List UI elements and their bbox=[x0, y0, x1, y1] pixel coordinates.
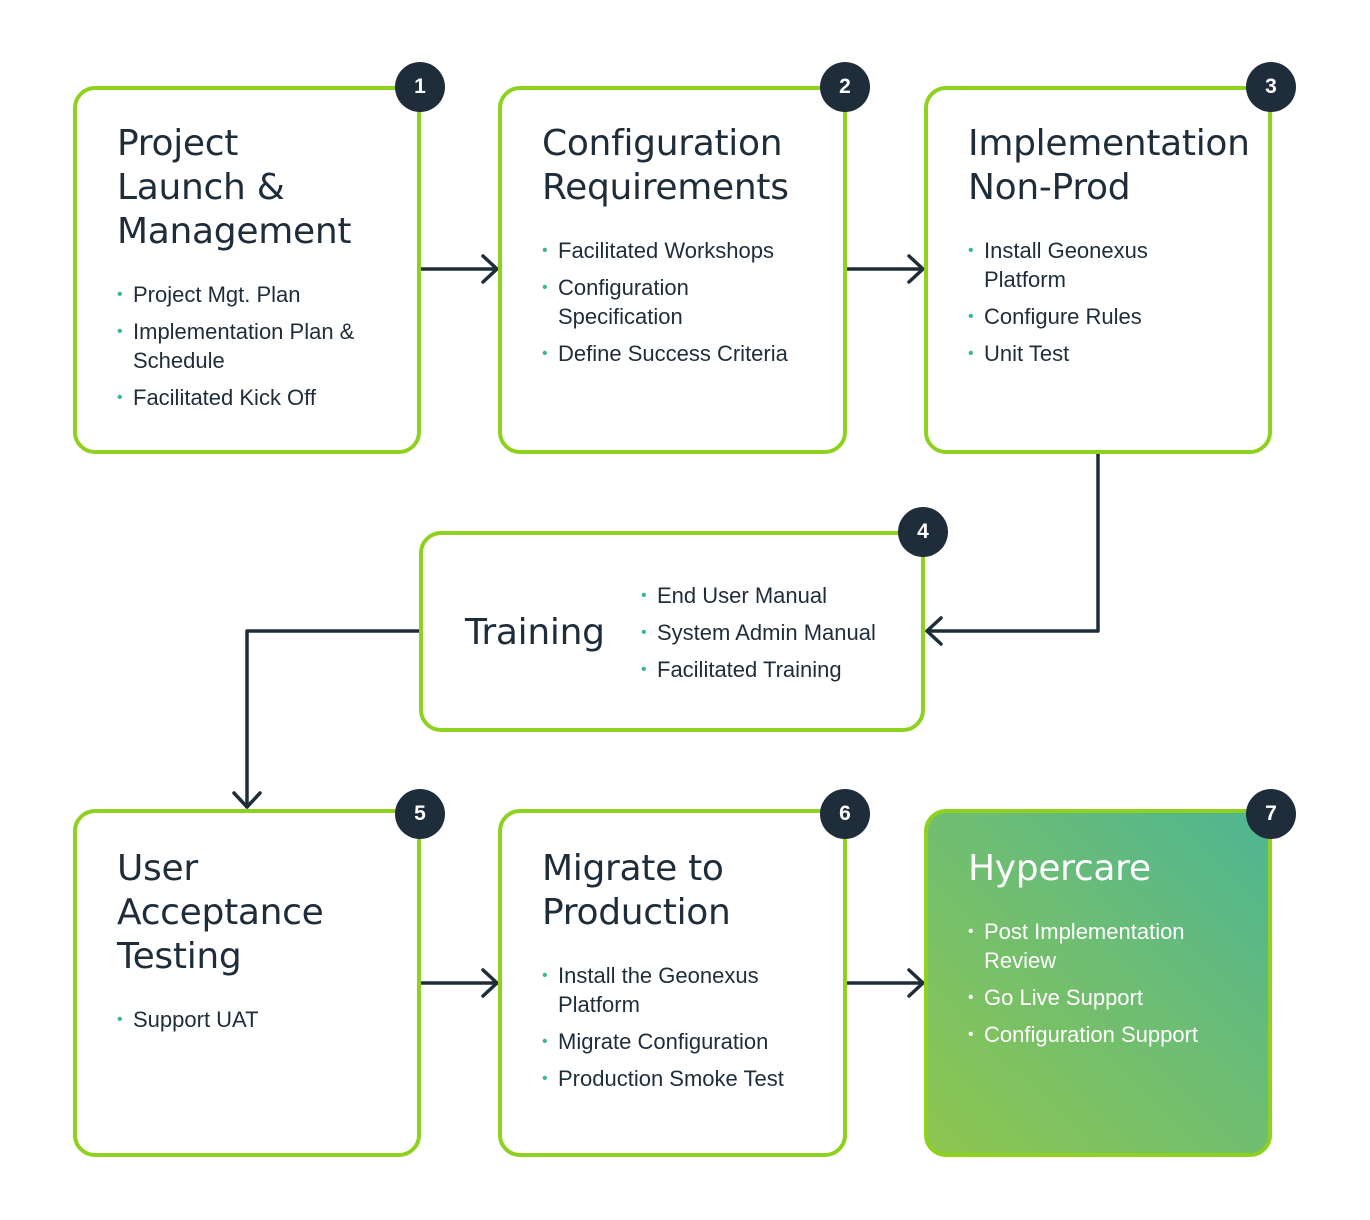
step-title: User Acceptance Testing bbox=[117, 848, 324, 977]
step-number-badge: 3 bbox=[1246, 62, 1296, 112]
step-card-training: Training End User Manual System Admin Ma… bbox=[419, 531, 925, 732]
step-item: Configuration Specification bbox=[542, 273, 788, 331]
arrow-5-to-6 bbox=[419, 968, 499, 998]
step-number-badge: 7 bbox=[1246, 789, 1296, 839]
step-card-migrate-to-production: Migrate to Production Install the Geonex… bbox=[498, 809, 847, 1157]
step-item: Support UAT bbox=[117, 1005, 259, 1034]
step-item: Define Success Criteria bbox=[542, 339, 788, 368]
step-items: Project Mgt. Plan Implementation Plan & … bbox=[117, 280, 354, 420]
step-card-user-acceptance-testing: User Acceptance Testing Support UAT bbox=[73, 809, 421, 1157]
step-item: Install the Geonexus Platform bbox=[542, 961, 784, 1019]
step-item: Facilitated Kick Off bbox=[117, 383, 354, 412]
step-item: Configure Rules bbox=[968, 302, 1148, 331]
step-item: Facilitated Workshops bbox=[542, 236, 788, 265]
step-item: Go Live Support bbox=[968, 983, 1198, 1012]
step-number-badge: 2 bbox=[820, 62, 870, 112]
step-item: Unit Test bbox=[968, 339, 1148, 368]
step-item: Install Geonexus Platform bbox=[968, 236, 1148, 294]
step-item: End User Manual bbox=[641, 581, 876, 610]
step-item: Project Mgt. Plan bbox=[117, 280, 354, 309]
step-title: Migrate to Production bbox=[542, 848, 731, 933]
step-number-badge: 1 bbox=[395, 62, 445, 112]
step-item: Production Smoke Test bbox=[542, 1064, 784, 1093]
step-items: Facilitated Workshops Configuration Spec… bbox=[542, 236, 788, 376]
step-card-implementation-non-prod: Implementation Non-Prod Install Geonexus… bbox=[924, 86, 1272, 454]
arrow-6-to-7 bbox=[845, 968, 925, 998]
arrow-3-to-4 bbox=[925, 452, 1100, 646]
step-item: Configuration Support bbox=[968, 1020, 1198, 1049]
step-number-badge: 4 bbox=[898, 507, 948, 557]
step-card-hypercare: Hypercare Post Implementation Review Go … bbox=[924, 809, 1272, 1157]
arrow-2-to-3 bbox=[845, 254, 925, 284]
step-item: Facilitated Training bbox=[641, 655, 876, 684]
step-items: Install the Geonexus Platform Migrate Co… bbox=[542, 961, 784, 1101]
step-items: End User Manual System Admin Manual Faci… bbox=[641, 581, 876, 692]
step-title: Training bbox=[465, 612, 605, 653]
step-item: Migrate Configuration bbox=[542, 1027, 784, 1056]
step-title: Configuration Requirements bbox=[542, 123, 789, 208]
step-card-project-launch: Project Launch & Management Project Mgt.… bbox=[73, 86, 421, 454]
step-items: Support UAT bbox=[117, 1005, 259, 1042]
arrow-1-to-2 bbox=[419, 254, 499, 284]
step-number-badge: 6 bbox=[820, 789, 870, 839]
step-number-badge: 5 bbox=[395, 789, 445, 839]
step-items: Install Geonexus Platform Configure Rule… bbox=[968, 236, 1148, 376]
step-item: Post Implementation Review bbox=[968, 917, 1198, 975]
step-item: System Admin Manual bbox=[641, 618, 876, 647]
step-card-configuration-requirements: Configuration Requirements Facilitated W… bbox=[498, 86, 847, 454]
step-title: Project Launch & Management bbox=[117, 123, 352, 252]
step-item: Implementation Plan & Schedule bbox=[117, 317, 354, 375]
step-title: Hypercare bbox=[968, 848, 1151, 889]
arrow-4-to-5 bbox=[232, 629, 421, 809]
step-items: Post Implementation Review Go Live Suppo… bbox=[968, 917, 1198, 1057]
step-title: Implementation Non-Prod bbox=[968, 123, 1250, 208]
